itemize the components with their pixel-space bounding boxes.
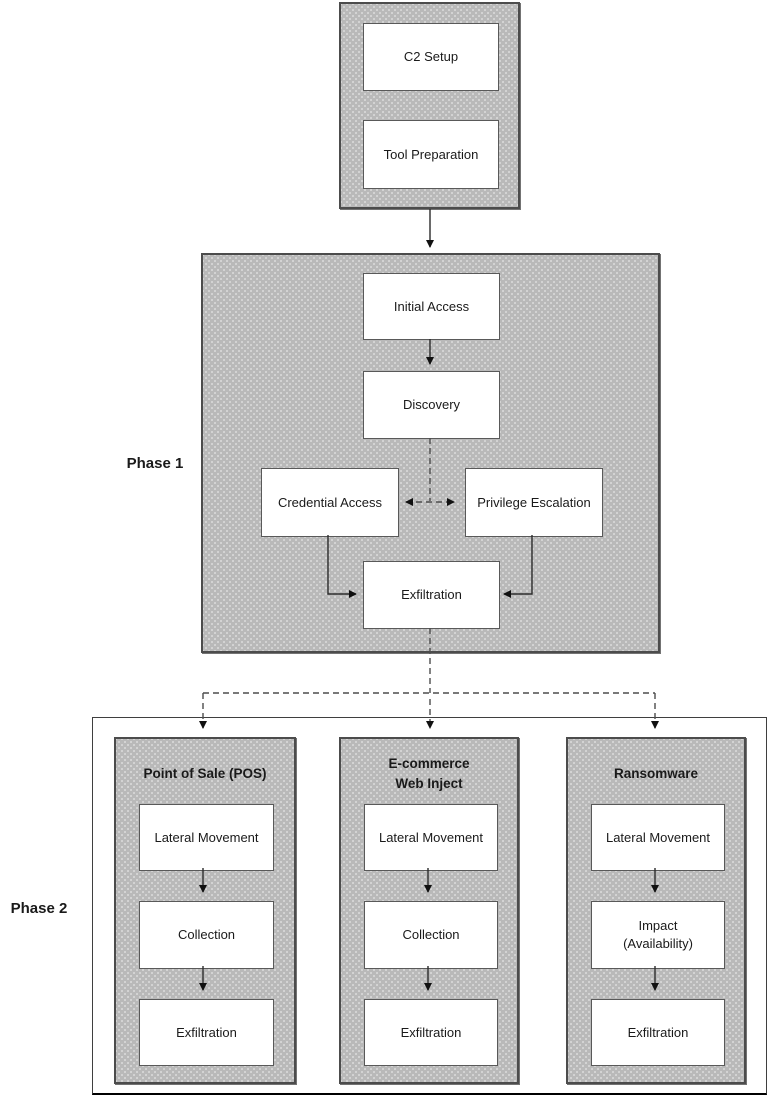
node-ransomware-impact: Impact (Availability) [591,901,725,969]
phase1-label: Phase 1 [126,455,184,472]
node-ecommerce-lateral-movement: Lateral Movement [364,804,498,871]
phase2-container: Point of Sale (POS) Lateral Movement Col… [92,717,767,1095]
ecommerce-column-header: E-commerce Web Inject [388,756,470,791]
pos-column-header: Point of Sale (POS) [143,766,267,782]
phase2-column-ransomware: Ransomware Lateral Movement Impact (Avai… [566,737,746,1084]
phase1-container: Initial Access Discovery Credential Acce… [201,253,660,653]
preparation-container: C2 Setup Tool Preparation [339,2,520,209]
phase2-column-pos: Point of Sale (POS) Lateral Movement Col… [114,737,296,1084]
ransomware-column-header: Ransomware [613,766,699,782]
node-credential-access: Credential Access [261,468,399,537]
phase2-label: Phase 2 [10,900,68,917]
node-c2-setup: C2 Setup [363,23,499,91]
node-tool-preparation: Tool Preparation [363,120,499,189]
node-ecommerce-collection: Collection [364,901,498,969]
node-pos-collection: Collection [139,901,274,969]
node-ecommerce-exfiltration: Exfiltration [364,999,498,1066]
node-pos-lateral-movement: Lateral Movement [139,804,274,871]
node-pos-exfiltration: Exfiltration [139,999,274,1066]
node-discovery: Discovery [363,371,500,439]
node-initial-access: Initial Access [363,273,500,340]
phase2-column-ecommerce: E-commerce Web Inject Lateral Movement C… [339,737,519,1084]
node-ransomware-exfiltration: Exfiltration [591,999,725,1066]
node-privilege-escalation: Privilege Escalation [465,468,603,537]
node-ransomware-lateral-movement: Lateral Movement [591,804,725,871]
node-exfiltration-phase1: Exfiltration [363,561,500,629]
